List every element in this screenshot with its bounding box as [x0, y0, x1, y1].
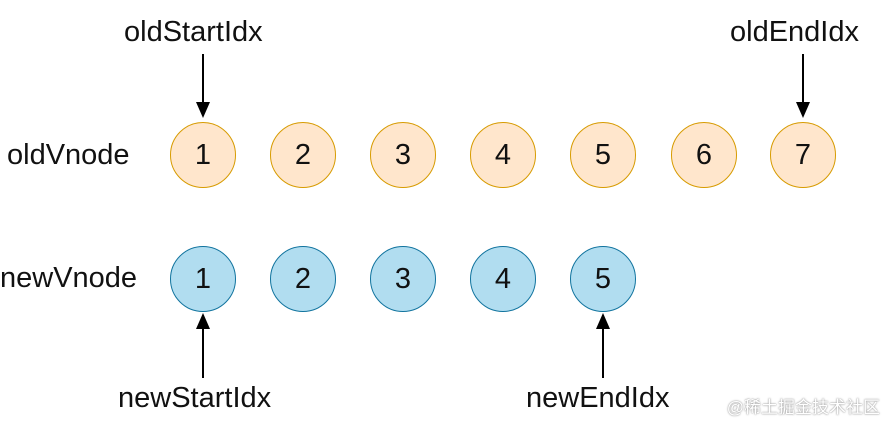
new-vnode-node: 3	[370, 246, 436, 312]
new-end-idx-label: newEndIdx	[526, 382, 670, 414]
old-vnode-value: 6	[695, 138, 713, 171]
new-vnode-node: 4	[470, 246, 536, 312]
new-start-arrow-icon	[196, 313, 210, 378]
new-vnode-value: 5	[594, 262, 612, 295]
new-end-arrow-icon	[596, 313, 610, 378]
old-start-idx-label: oldStartIdx	[124, 16, 263, 48]
old-vnode-node: 5	[570, 122, 636, 188]
watermark: @稀土掘金技术社区	[726, 398, 880, 417]
old-end-idx-label: oldEndIdx	[730, 16, 859, 48]
new-vnode-row-label: newVnode	[0, 262, 138, 294]
old-vnode-value: 2	[294, 138, 312, 171]
new-vnode-value: 3	[394, 262, 412, 295]
new-vnode-node: 5	[570, 246, 636, 312]
old-vnode-node: 6	[671, 122, 737, 188]
old-vnode-value: 5	[594, 138, 612, 171]
old-vnode-row-label: oldVnode	[7, 139, 130, 171]
new-vnode-value: 2	[294, 262, 312, 295]
old-vnode-value: 1	[194, 138, 212, 171]
old-vnode-value: 4	[494, 138, 512, 171]
old-vnode-value: 7	[794, 138, 812, 171]
new-vnode-value: 1	[194, 262, 212, 295]
old-start-arrow-icon	[196, 54, 210, 118]
old-end-arrow-icon	[796, 54, 810, 118]
old-vnode-node: 1	[170, 122, 236, 188]
old-vnode-node: 7	[770, 122, 836, 188]
old-vnode-value: 3	[394, 138, 412, 171]
old-vnode-node: 4	[470, 122, 536, 188]
new-vnode-node: 2	[270, 246, 336, 312]
new-vnode-value: 4	[494, 262, 512, 295]
old-vnode-node: 2	[270, 122, 336, 188]
old-vnode-node: 3	[370, 122, 436, 188]
new-vnode-node: 1	[170, 246, 236, 312]
new-start-idx-label: newStartIdx	[118, 382, 272, 414]
